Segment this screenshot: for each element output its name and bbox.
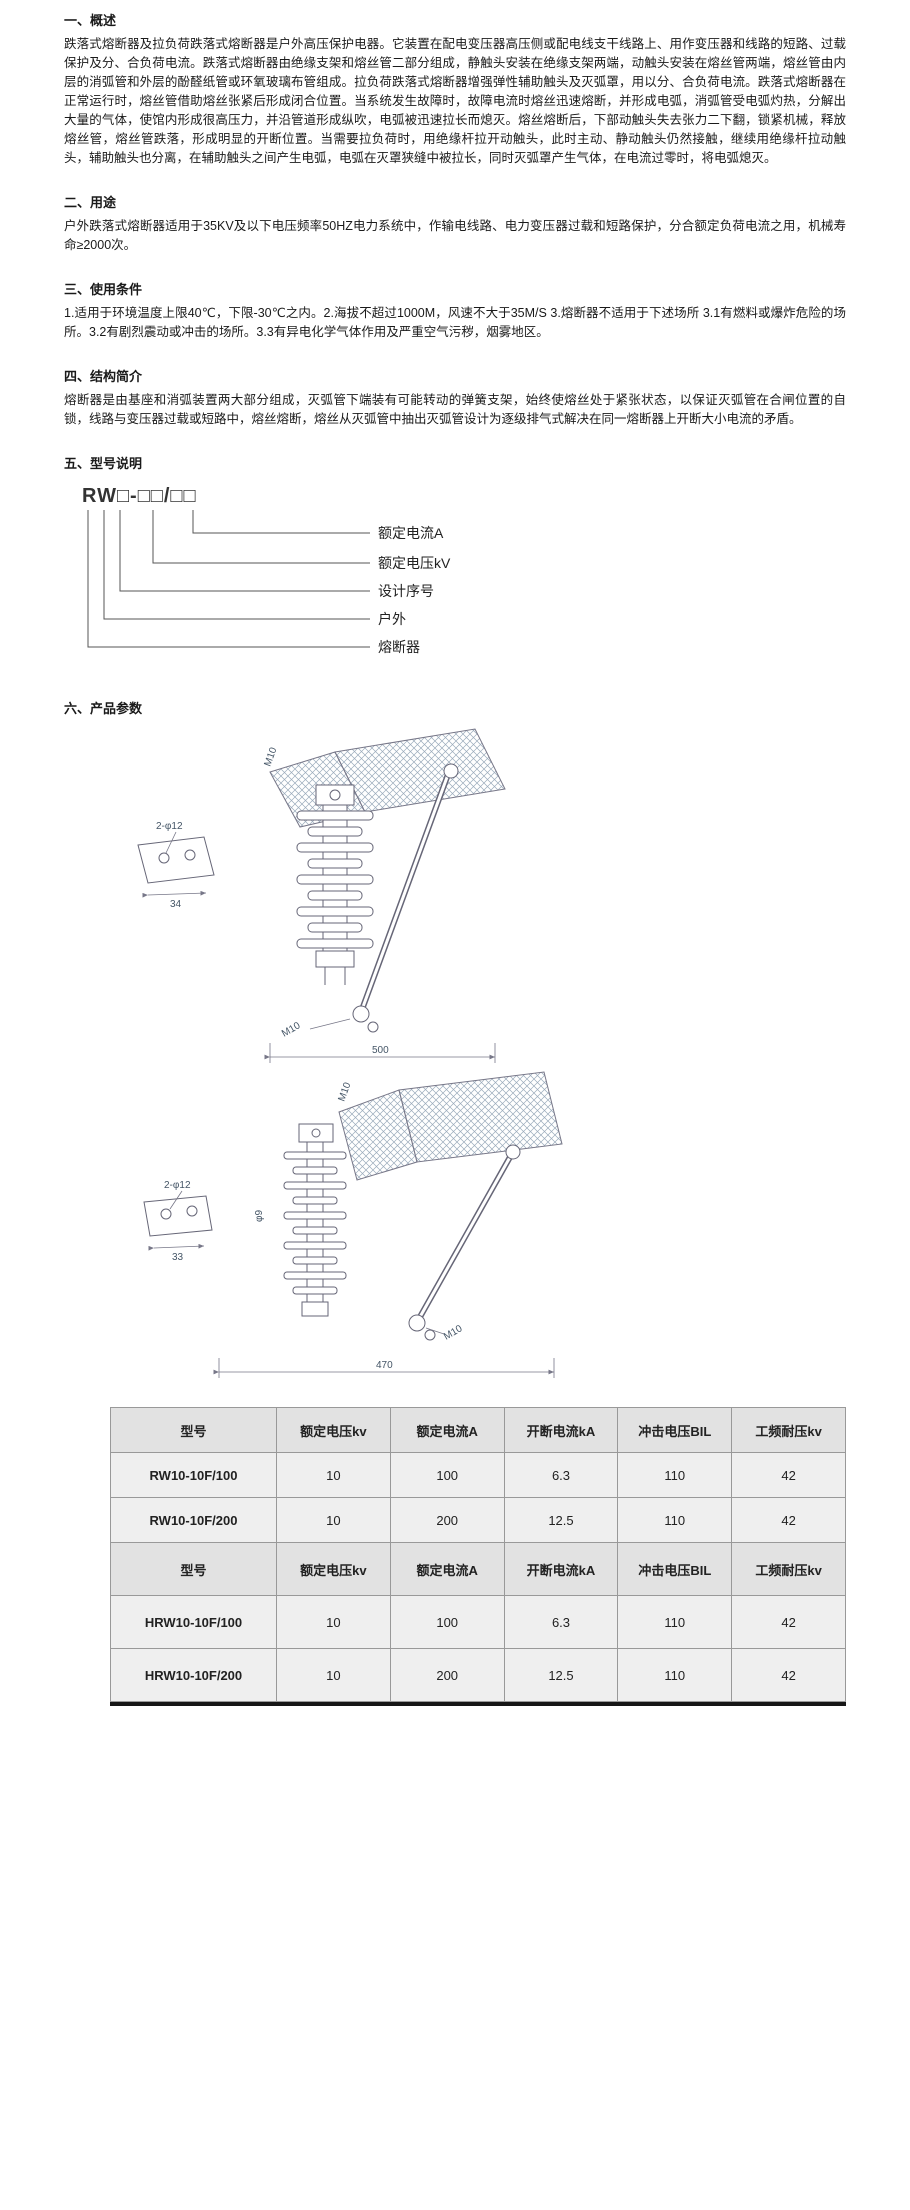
table-row: HRW10-10F/100 10 100 6.3 110 42 [110, 1595, 846, 1649]
cell-value: 100 [389, 1452, 505, 1498]
cell-value: 110 [617, 1648, 733, 1702]
cell-value: 100 [389, 1595, 505, 1649]
col-header-model: 型号 [110, 1407, 277, 1453]
cell-model: RW10-10F/200 [110, 1497, 277, 1543]
cell-value: 10 [276, 1452, 391, 1498]
cell-value: 42 [731, 1595, 846, 1649]
section-heading-overview: 一、概述 [64, 13, 117, 28]
table-bottom-rule [110, 1702, 846, 1706]
dim-overall-bottom: 470 [376, 1360, 393, 1371]
dim-plate-top: 34 [170, 899, 182, 910]
col-header-breaking-current: 开断电流kA [503, 1407, 619, 1453]
col-header-rated-current: 额定电流A [389, 1542, 505, 1596]
section-heading-params: 六、产品参数 [64, 701, 143, 716]
section-model-spec: 五、型号说明 RW□-□□/□□ 额定电流A 额定电压kV 设计序号 户外 熔断… [64, 453, 846, 674]
dim-m10-bottom: M10 [280, 1020, 303, 1039]
dim-holes-bottom: 2-φ12 [164, 1180, 191, 1191]
table-header-row: 型号 额定电压kv 额定电流A 开断电流kA 冲击电压BIL 工频耐压kv [110, 1542, 846, 1596]
section-heading-conditions: 三、使用条件 [64, 282, 143, 297]
section-overview: 一、概述 跌落式熔断器及拉负荷跌落式熔断器是户外高压保护电器。它装置在配电变压器… [64, 10, 846, 168]
dim-core-dia: φ9 [254, 1210, 265, 1222]
cell-value: 42 [731, 1648, 846, 1702]
cell-value: 200 [389, 1648, 505, 1702]
col-header-rated-current: 额定电流A [389, 1407, 505, 1453]
document-page: 一、概述 跌落式熔断器及拉负荷跌落式熔断器是户外高压保护电器。它装置在配电变压器… [64, 10, 846, 1706]
section-conditions: 三、使用条件 1.适用于环境温度上限40℃，下限-30℃之内。2.海拔不超过10… [64, 279, 846, 342]
col-header-impulse-voltage: 冲击电压BIL [617, 1407, 733, 1453]
section-parameters: 六、产品参数 M10 [64, 698, 846, 1706]
cell-value: 110 [617, 1595, 733, 1649]
section-heading-model: 五、型号说明 [64, 456, 143, 471]
cell-value: 10 [276, 1497, 391, 1543]
model-label-fuse: 熔断器 [378, 639, 420, 655]
dim-m10-top2: M10 [336, 1081, 353, 1103]
dim-m10-top: M10 [262, 746, 279, 768]
model-label-rated-voltage: 额定电压kV [378, 555, 451, 571]
cell-model: HRW10-10F/200 [110, 1648, 277, 1702]
col-header-model: 型号 [110, 1542, 277, 1596]
cell-value: 6.3 [503, 1452, 619, 1498]
section-body-overview: 跌落式熔断器及拉负荷跌落式熔断器是户外高压保护电器。它装置在配电变压器高压侧或配… [64, 37, 846, 165]
model-code-diagram: RW□-□□/□□ 额定电流A 额定电压kV 设计序号 户外 熔断器 [82, 485, 451, 655]
col-header-pf-withstand: 工频耐压kv [731, 1542, 846, 1596]
cell-value: 110 [617, 1452, 733, 1498]
drawing-top-fuse: M10 [137, 728, 506, 1063]
dim-holes-top: 2-φ12 [156, 821, 183, 832]
table-header-row: 型号 额定电压kv 额定电流A 开断电流kA 冲击电压BIL 工频耐压kv [110, 1407, 846, 1453]
section-heading-structure: 四、结构简介 [64, 369, 143, 384]
cell-value: 10 [276, 1648, 391, 1702]
col-header-breaking-current: 开断电流kA [503, 1542, 619, 1596]
section-heading-usage: 二、用途 [64, 195, 117, 210]
section-body-usage: 户外跌落式熔断器适用于35KV及以下电压频率50HZ电力系统中，作输电线路、电力… [64, 219, 846, 252]
technical-drawings: M10 [137, 728, 563, 1378]
cell-value: 6.3 [503, 1595, 619, 1649]
table-row: RW10-10F/200 10 200 12.5 110 42 [110, 1497, 846, 1543]
cell-value: 42 [731, 1497, 846, 1543]
col-header-pf-withstand: 工频耐压kv [731, 1407, 846, 1453]
cell-value: 12.5 [503, 1648, 619, 1702]
col-header-rated-voltage: 额定电压kv [276, 1407, 391, 1453]
parameter-tables: 型号 额定电压kv 额定电流A 开断电流kA 冲击电压BIL 工频耐压kv RW… [110, 1407, 846, 1706]
dim-plate-bottom: 33 [172, 1252, 184, 1263]
model-label-rated-current: 额定电流A [378, 525, 444, 541]
drawing-bottom-fuse: M10 φ9 [143, 1071, 563, 1378]
col-header-impulse-voltage: 冲击电压BIL [617, 1542, 733, 1596]
model-label-design-serial: 设计序号 [378, 583, 434, 599]
section-usage: 二、用途 户外跌落式熔断器适用于35KV及以下电压频率50HZ电力系统中，作输电… [64, 192, 846, 255]
col-header-rated-voltage: 额定电压kv [276, 1542, 391, 1596]
table-row: RW10-10F/100 10 100 6.3 110 42 [110, 1452, 846, 1498]
parameter-table-hrw: 型号 额定电压kv 额定电流A 开断电流kA 冲击电压BIL 工频耐压kv HR… [110, 1542, 846, 1702]
parameter-table-rw: 型号 额定电压kv 额定电流A 开断电流kA 冲击电压BIL 工频耐压kv RW… [110, 1407, 846, 1543]
section-body-structure: 熔断器是由基座和消弧装置两大部分组成，灭弧管下端装有可能转动的弹簧支架，始终使熔… [64, 393, 846, 426]
table-row: HRW10-10F/200 10 200 12.5 110 42 [110, 1648, 846, 1702]
model-code-text: RW□-□□/□□ [82, 485, 197, 507]
dim-m10-bottom2: M10 [442, 1323, 465, 1342]
dim-overall-top: 500 [372, 1045, 389, 1056]
section-structure: 四、结构简介 熔断器是由基座和消弧装置两大部分组成，灭弧管下端装有可能转动的弹簧… [64, 366, 846, 429]
cell-value: 42 [731, 1452, 846, 1498]
cell-model: HRW10-10F/100 [110, 1595, 277, 1649]
cell-value: 12.5 [503, 1497, 619, 1543]
model-label-outdoor: 户外 [378, 611, 406, 627]
cell-value: 10 [276, 1595, 391, 1649]
cell-value: 200 [389, 1497, 505, 1543]
cell-value: 110 [617, 1497, 733, 1543]
cell-model: RW10-10F/100 [110, 1452, 277, 1498]
section-body-conditions: 1.适用于环境温度上限40℃，下限-30℃之内。2.海拔不超过1000M，风速不… [64, 306, 846, 339]
